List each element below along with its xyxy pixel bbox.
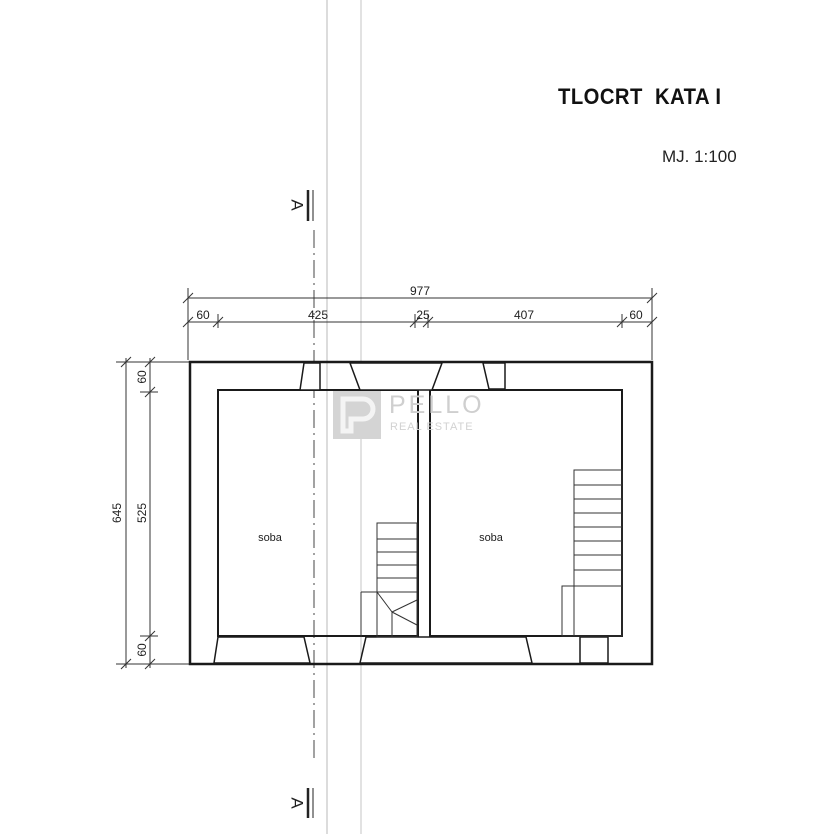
window-openings-bottom bbox=[213, 636, 609, 664]
drawing-scale: MJ. 1:100 bbox=[662, 147, 737, 166]
dim-wall-right: 60 bbox=[629, 308, 643, 322]
watermark-word: PELLO bbox=[389, 391, 485, 419]
dim-room-right: 407 bbox=[514, 308, 534, 322]
section-label-bottom: A bbox=[288, 797, 307, 809]
dim-wall-left: 60 bbox=[196, 308, 210, 322]
dim-total-width: 977 bbox=[410, 284, 430, 298]
room-label-right: soba bbox=[479, 532, 504, 544]
dim-partition: 25 bbox=[416, 308, 430, 322]
dim-room-depth: 525 bbox=[135, 503, 149, 523]
staircase-left bbox=[360, 522, 418, 638]
dim-wall-bottom: 60 bbox=[135, 643, 149, 657]
window-openings-top bbox=[299, 362, 506, 391]
section-marker-bottom bbox=[306, 788, 314, 818]
room-label-left: soba bbox=[258, 532, 283, 544]
dim-wall-top: 60 bbox=[135, 370, 149, 384]
dim-total-depth: 645 bbox=[110, 503, 124, 523]
vertical-dimensions bbox=[116, 356, 190, 670]
drawing-title: TLOCRT KATA I bbox=[558, 84, 722, 109]
staircase-right bbox=[561, 469, 623, 637]
horizontal-dimensions bbox=[182, 288, 658, 360]
dim-room-left: 425 bbox=[308, 308, 328, 322]
section-marker-top bbox=[306, 190, 314, 221]
section-label-top: A bbox=[288, 199, 307, 211]
watermark-logo-icon bbox=[333, 391, 381, 439]
watermark-subtitle: REAL ESTATE bbox=[390, 421, 474, 433]
